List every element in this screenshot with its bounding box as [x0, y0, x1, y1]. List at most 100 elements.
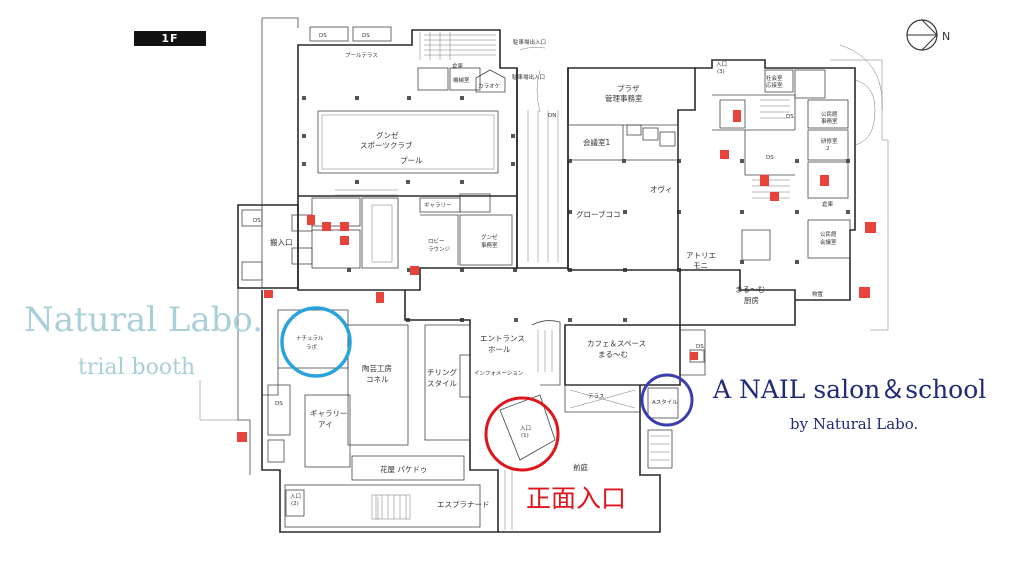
- label-plaza-office-1: プラザ: [617, 84, 640, 93]
- label-pool-terrace: プールテラス: [345, 52, 378, 59]
- gallery-lobby-block: [297, 193, 518, 291]
- label-public-hall-4: 会議室: [820, 238, 837, 246]
- east-block: [567, 59, 876, 326]
- a-nail-highlight-circle: [640, 373, 694, 427]
- label-ds-b: DS: [362, 33, 370, 39]
- label-training-room-1: 研修室: [821, 137, 838, 145]
- label-entrance-1-num: (1): [521, 433, 529, 439]
- label-ds-f: DS: [253, 218, 261, 224]
- label-pool-club-1: グンゼ: [376, 130, 399, 140]
- restroom-icon: [720, 150, 729, 159]
- label-marumu-kitchen-1: まる～む: [735, 285, 765, 294]
- label-cafe-space-2: まる～む: [598, 350, 628, 359]
- restroom-icon: [340, 222, 349, 231]
- floor-badge: 1F: [134, 31, 206, 46]
- entrance-cafe-block: [498, 320, 706, 533]
- restroom-icon: [376, 292, 384, 303]
- label-entrance-hall-1: エントランス: [480, 334, 525, 343]
- label-gunze-office-1: グンゼ: [481, 233, 498, 241]
- label-lobby-lounge-1: ロビー: [428, 237, 445, 245]
- fire-extinguisher-icon: [410, 266, 419, 275]
- label-a-style: Aスタイル: [652, 398, 678, 406]
- label-parking-exit: 駐車場出入口: [512, 73, 545, 81]
- label-esplanade: エスプラナード: [437, 500, 490, 509]
- restroom-icon: [322, 222, 331, 231]
- ds-box-a: [309, 26, 349, 42]
- main-entrance-callout[interactable]: 正面入口: [526, 484, 627, 513]
- label-entrance-2: 入口: [290, 493, 301, 500]
- label-entrance-3: 入口: [716, 61, 727, 68]
- label-training-room-2: 2: [826, 146, 830, 152]
- restroom-icon: [760, 175, 769, 186]
- label-atelier-2: モニ: [693, 261, 708, 270]
- south-block: [261, 290, 499, 533]
- label-natural-labo-1: ナチュラル: [296, 335, 324, 342]
- label-ds-e: DS: [766, 155, 774, 161]
- label-entrance-3-num: (3): [717, 69, 725, 75]
- label-public-hall-1: 公民館: [821, 110, 838, 118]
- label-lobby-lounge-2: ラウンジ: [428, 245, 451, 253]
- wheelchair-icon: [770, 192, 779, 201]
- label-natural-labo-2: ラボ: [306, 343, 318, 351]
- label-meeting-room-1: 会議室1: [583, 137, 610, 147]
- label-ovi: オヴィ: [650, 184, 673, 194]
- bicycle-icon: [237, 432, 247, 442]
- restroom-icon: [690, 352, 698, 360]
- main-entrance-highlight-circle: [484, 396, 560, 472]
- bicycle-icon: [859, 287, 870, 298]
- label-parking-entrance: 駐車場出入口: [513, 38, 546, 46]
- label-gunze-office-2: 事務室: [481, 241, 498, 249]
- label-machine-room: 機械室: [453, 76, 470, 84]
- a-nail-callout-subtitle: by Natural Labo.: [790, 415, 919, 433]
- label-ds-g: DS: [696, 344, 704, 350]
- natural-labo-callout-title[interactable]: Natural Labo.: [24, 300, 264, 340]
- label-gallery-ai-2: アイ: [318, 420, 333, 429]
- loading-dock: [237, 204, 313, 289]
- label-atelier-1: アトリエ: [686, 251, 716, 260]
- pool-outline: [317, 110, 499, 174]
- room-labels: DS DS プールテラス 倉庫 機械室 カラオケ グンゼ スポーツクラブ プール…: [253, 33, 838, 509]
- label-pool-club-2: スポーツクラブ: [360, 140, 413, 150]
- label-pool: プール: [400, 156, 423, 165]
- label-loading-entrance: 搬入口: [270, 237, 293, 247]
- restroom-icon: [733, 110, 741, 122]
- label-pottery-1: 陶芸工房: [362, 363, 392, 373]
- label-terrace: テラス: [588, 393, 604, 400]
- compass-north-label: N: [942, 30, 950, 43]
- bicycle-icon: [865, 222, 876, 233]
- label-entrance-1: 入口: [520, 425, 531, 432]
- label-karaoke: カラオケ: [478, 83, 501, 90]
- a-nail-callout-title[interactable]: A NAIL salon＆school: [713, 375, 987, 404]
- label-public-hall-2: 事務室: [821, 117, 838, 125]
- natural-labo-callout-subtitle: trial booth: [78, 355, 196, 380]
- a-style-room: [647, 387, 679, 419]
- label-plaza-office-2: 管理事務室: [605, 93, 643, 103]
- bicycle-icon: [264, 290, 273, 298]
- label-ds-d: DS: [786, 114, 794, 120]
- site-boundary: [199, 17, 889, 475]
- restroom-icon: [820, 175, 829, 186]
- pool-club-block: [297, 26, 518, 197]
- label-social-welfare-1: 社会室: [766, 74, 783, 82]
- label-gallery: ギャラリー: [424, 202, 452, 209]
- wheelchair-icon: [340, 236, 349, 245]
- label-florist: 花屋 パケドゥ: [380, 464, 427, 474]
- label-storage: 物置: [812, 290, 824, 298]
- label-glove-coco: グローブココ: [576, 209, 621, 219]
- compass-icon: N: [906, 19, 950, 51]
- label-gallery-ai-1: ギャラリー: [310, 409, 348, 418]
- label-cafe-space-1: カフェ＆スペース: [587, 339, 646, 348]
- label-front-garden: 前庭: [573, 462, 588, 472]
- label-warehouse-2: 倉庫: [822, 200, 834, 208]
- label-public-hall-3: 公民館: [820, 230, 837, 238]
- label-ds-a: DS: [319, 33, 327, 39]
- label-chilling-2: スタイル: [427, 379, 457, 388]
- label-entrance-hall-2: ホール: [488, 345, 511, 354]
- label-social-welfare-2: 応接室: [766, 81, 783, 89]
- restroom-icon: [307, 215, 315, 225]
- natural-labo-highlight-circle: [280, 306, 352, 378]
- label-dn: DN: [548, 113, 556, 119]
- label-warehouse: 倉庫: [452, 62, 464, 70]
- label-pottery-2: コネル: [366, 375, 389, 384]
